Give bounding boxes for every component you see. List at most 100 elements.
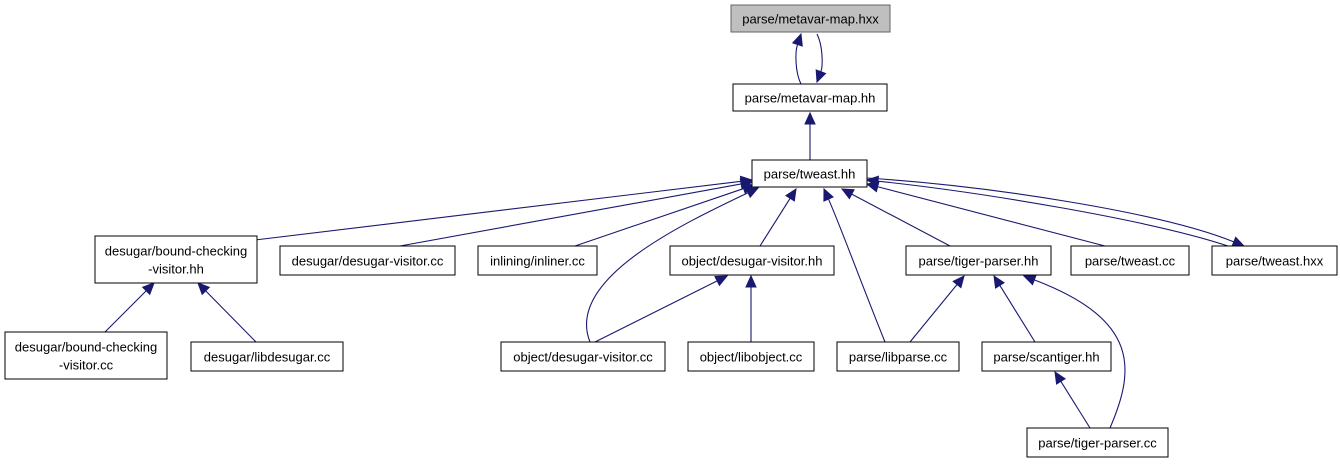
node-tiger-parser-cc[interactable]: parse/tiger-parser.cc [1026,427,1169,458]
arrowhead [784,187,797,202]
edge-object_desugar_visitor_cc-to-tweast_hh [586,187,760,343]
edge-bound_checking_visitor_hh-to-tweast_hh [254,175,754,241]
node-inliner-cc[interactable]: inlining/inliner.cc [477,245,598,276]
node-box [669,245,835,276]
node-label: object/desugar-visitor.cc [513,350,653,365]
node-metavar-map-hh[interactable]: parse/metavar-map.hh [732,83,888,112]
node-scantiger-hh[interactable]: parse/scantiger.hh [981,341,1112,372]
edge-line [586,192,749,343]
node-label: -visitor.hh [148,262,204,277]
edge-line [999,285,1036,343]
node-label: object/libobject.cc [700,350,803,365]
node-label: parse/tweast.cc [1085,254,1176,269]
edge-line [399,183,742,247]
node-label: parse/libparse.cc [849,350,948,365]
node-tweast-hh[interactable]: parse/tweast.hh [751,159,868,188]
edge-tweast_hh-to-tweast_hxx [866,177,1246,248]
edge-bound_checking_visitor_cc-to-bound_checking_visitor_hh [104,282,155,333]
node-box [279,245,456,276]
edge-line [866,177,1235,243]
edge-tiger_parser_hh-to-tweast_hh [840,188,951,247]
node-label: parse/scantiger.hh [993,350,1099,365]
arrowhead [745,274,757,288]
node-label: desugar/libdesugar.cc [204,350,331,365]
node-box [836,341,960,372]
node-label: object/desugar-visitor.hh [682,254,823,269]
node-box [905,245,1052,276]
edge-tweast_hh-to-metavar_map_hh [804,111,816,160]
node-label: desugar/desugar-visitor.cc [292,254,444,269]
edge-scantiger_hh-to-tiger_parser_hh [993,274,1036,343]
arrowhead [141,282,155,296]
edge-line [827,198,886,343]
edge-tweast_cc-to-tweast_hh [865,181,1106,247]
arrowhead [745,187,760,199]
edge-line [877,186,1106,247]
nodes-layer: parse/metavar-map.hxx parse/metavar-map.h… [4,4,1338,458]
edge-tiger_parser_cc-to-scantiger_hh [1054,370,1091,429]
node-label: -visitor.cc [59,358,114,373]
node-label: parse/tiger-parser.cc [1038,436,1157,451]
arrowhead [815,69,827,84]
edge-object_desugar_visitor_cc-to-object_desugar_visitor_hh [594,275,729,343]
edge-line [816,33,823,72]
node-tweast-cc[interactable]: parse/tweast.cc [1070,245,1190,276]
edge-line [205,290,257,343]
node-label: inlining/inliner.cc [490,254,585,269]
node-bound-checking-visitor-hh[interactable]: desugar/bound-checking -visitor.hh [94,235,258,284]
arrowhead [993,274,1005,289]
node-libdesugar-cc[interactable]: desugar/libdesugar.cc [190,341,344,372]
arrowhead [804,111,816,125]
edge-metavar_map_hh-to-metavar_map_hxx [791,32,803,85]
edge-line [909,284,958,343]
node-label: desugar/bound-checking [105,244,247,259]
node-box [751,159,868,188]
edge-line [574,188,744,247]
node-bound-checking-visitor-cc[interactable]: desugar/bound-checking -visitor.cc [4,331,168,380]
node-libobject-cc[interactable]: object/libobject.cc [687,341,815,372]
edge-libobject_cc-to-object_desugar_visitor_hh [745,274,757,342]
edge-libparse_cc-to-tiger_parser_hh [909,275,965,343]
node-libparse-cc[interactable]: parse/libparse.cc [836,341,960,372]
node-desugar-visitor-cc[interactable]: desugar/desugar-visitor.cc [279,245,456,276]
edge-line [1060,381,1091,429]
edge-line [1034,279,1126,429]
arrowhead [952,275,965,289]
edge-line [594,280,718,343]
node-tweast-hxx[interactable]: parse/tweast.hxx [1211,245,1338,276]
node-box [981,341,1112,372]
edge-tiger_parser_cc-to-tiger_parser_hh [1022,274,1126,429]
node-label: parse/tiger-parser.hh [919,254,1039,269]
node-object-desugar-visitor-cc[interactable]: object/desugar-visitor.cc [500,341,666,372]
node-label: parse/tweast.hxx [1226,254,1324,269]
node-label: parse/metavar-map.hxx [742,12,879,27]
node-box [1070,245,1190,276]
node-box [687,341,815,372]
node-box [500,341,666,372]
node-label: parse/metavar-map.hh [745,91,876,106]
node-box [1211,245,1338,276]
node-label: parse/tweast.hh [764,167,856,182]
edge-desugar_visitor_cc-to-tweast_hh [399,178,754,247]
arrowhead [1054,370,1066,385]
arrowhead [823,187,834,202]
node-box [190,341,344,372]
edge-line [851,193,951,247]
node-label: desugar/bound-checking [15,340,157,355]
node-tiger-parser-hh[interactable]: parse/tiger-parser.hh [905,245,1052,276]
node-box [732,83,888,112]
node-box [477,245,598,276]
node-object-desugar-visitor-hh[interactable]: object/desugar-visitor.hh [669,245,835,276]
edge-libparse_cc-to-tweast_hh [823,187,886,343]
edge-inliner_cc-to-tweast_hh [574,183,756,247]
node-box [1026,427,1169,458]
node-metavar-map-hxx[interactable]: parse/metavar-map.hxx [730,4,891,33]
node-box [94,235,258,284]
node-box [4,331,168,380]
edge-object_desugar_visitor_hh-to-tweast_hh [759,187,797,247]
edges-layer [104,32,1246,429]
edge-line [759,198,791,247]
edge-line [104,290,147,333]
node-box [730,4,891,33]
